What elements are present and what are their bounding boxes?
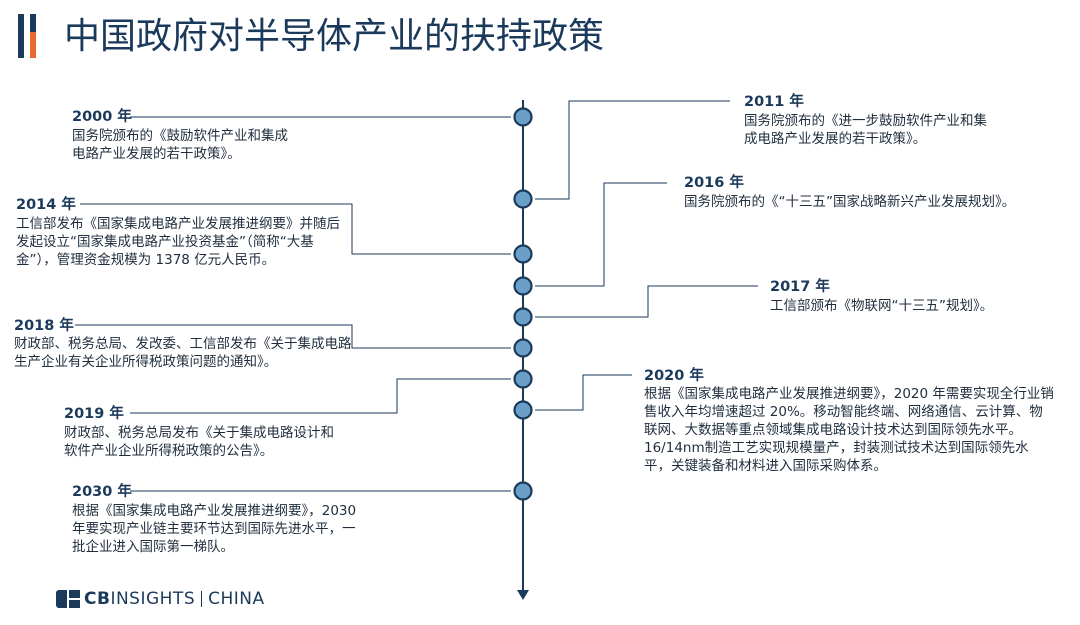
title-accent-bar-orange bbox=[30, 32, 36, 58]
event-text-2000: 国务院颁布的《鼓励软件产业和集成电路产业发展的若干政策》。 bbox=[72, 128, 288, 162]
cbinsights-logo-icon bbox=[56, 590, 80, 608]
timeline-node bbox=[513, 276, 533, 296]
title-accent-bar bbox=[18, 14, 24, 58]
event-year-2017: 2017 年 bbox=[770, 279, 830, 295]
logo-cb: CB bbox=[84, 589, 111, 609]
timeline-node bbox=[513, 307, 533, 327]
event-year-2016: 2016 年 bbox=[684, 175, 744, 191]
event-text-2014: 工信部发布《国家集成电路产业发展推进纲要》并随后发起设立“国家集成电路产业投资基… bbox=[16, 216, 340, 268]
event-year-2011: 2011 年 bbox=[744, 94, 804, 110]
event-text-2017: 工信部颁布《物联网“十三五”规划》。 bbox=[770, 298, 994, 314]
event-year-2014: 2014 年 bbox=[16, 197, 76, 213]
connector-2020 bbox=[535, 374, 632, 411]
event-year-2018: 2018 年 bbox=[14, 318, 74, 334]
timeline-node bbox=[513, 107, 533, 127]
page-title: 中国政府对半导体产业的扶持政策 bbox=[64, 16, 605, 57]
event-text-2020: 根据《国家集成电路产业发展推进纲要》，2020 年需要实现全行业销售收入年均增速… bbox=[644, 386, 1054, 474]
connector-2011 bbox=[535, 100, 730, 200]
title-accent-bar-top bbox=[30, 14, 36, 32]
connector-2016 bbox=[535, 182, 667, 287]
timeline-node bbox=[513, 338, 533, 358]
event-year-2020: 2020 年 bbox=[644, 368, 704, 384]
timeline-node bbox=[513, 189, 533, 209]
connector-2018 bbox=[75, 324, 511, 349]
event-text-2030: 根据《国家集成电路产业发展推进纲要》，2030 年要实现产业链主要环节达到国际先… bbox=[72, 503, 357, 555]
event-year-2019: 2019 年 bbox=[64, 406, 124, 422]
timeline-node bbox=[513, 481, 533, 501]
cbinsights-logo: CBINSIGHTS CHINA bbox=[56, 588, 265, 610]
event-text-2011: 国务院颁布的《进一步鼓励软件产业和集成电路产业发展的若干政策》。 bbox=[744, 113, 987, 147]
timeline-node bbox=[513, 400, 533, 420]
logo-insights: INSIGHTS bbox=[110, 589, 196, 609]
connector-2017 bbox=[535, 285, 758, 318]
connector-2014 bbox=[80, 203, 511, 255]
event-year-2030: 2030 年 bbox=[72, 484, 132, 500]
logo-text: CBINSIGHTS CHINA bbox=[84, 589, 265, 609]
event-year-2000: 2000 年 bbox=[72, 109, 132, 125]
timeline-node bbox=[513, 369, 533, 389]
logo-china: CHINA bbox=[208, 589, 265, 609]
logo-divider bbox=[201, 591, 203, 607]
event-text-2018: 财政部、税务总局、发改委、工信部发布《关于集成电路生产企业有关企业所得税政策问题… bbox=[14, 336, 352, 370]
timeline-arrow bbox=[517, 590, 529, 600]
event-text-2016: 国务院颁布的《“十三五”国家战略新兴产业发展规划》。 bbox=[684, 194, 1016, 210]
event-text-2019: 财政部、税务总局发布《关于集成电路设计和软件产业企业所得税政策的公告》。 bbox=[64, 425, 334, 459]
connector-2019 bbox=[130, 378, 511, 414]
timeline-node bbox=[513, 244, 533, 264]
